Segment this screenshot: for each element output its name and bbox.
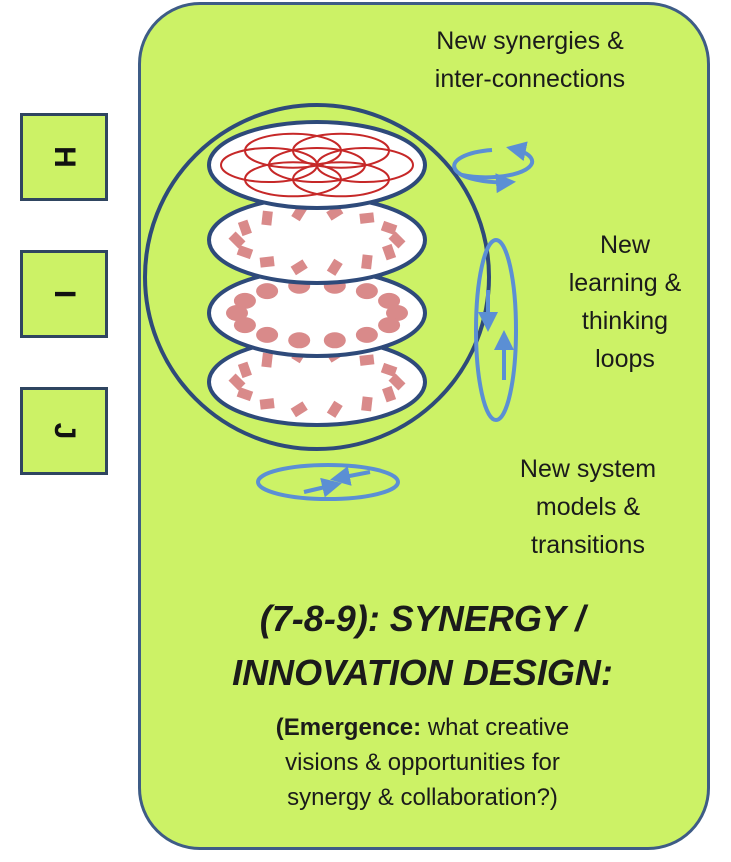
diamond-ring-icon (228, 204, 406, 276)
learning-loops-label: New learning & thinking loops (568, 231, 682, 373)
diamond-ring-icon (228, 346, 406, 418)
cycle-arrow-icon (256, 463, 400, 501)
system-models-label: New system models & transitions (519, 455, 657, 559)
level-i-box: I (20, 250, 108, 338)
cycle-arrow-icon (452, 141, 535, 194)
emergence-description: (Emergence: what creative visions & oppo… (275, 714, 570, 811)
section-title: (7-8-9): SYNERGY / INNOVATION DESIGN: (232, 598, 613, 693)
level-j-box: J (20, 387, 108, 475)
sphere-outline (143, 103, 491, 451)
level-h-box: H (20, 113, 108, 201)
cycle-arrow-icon (474, 238, 518, 422)
synergies-label: New synergies & inter-connections (434, 27, 626, 93)
flower-of-life-icon (220, 132, 414, 198)
